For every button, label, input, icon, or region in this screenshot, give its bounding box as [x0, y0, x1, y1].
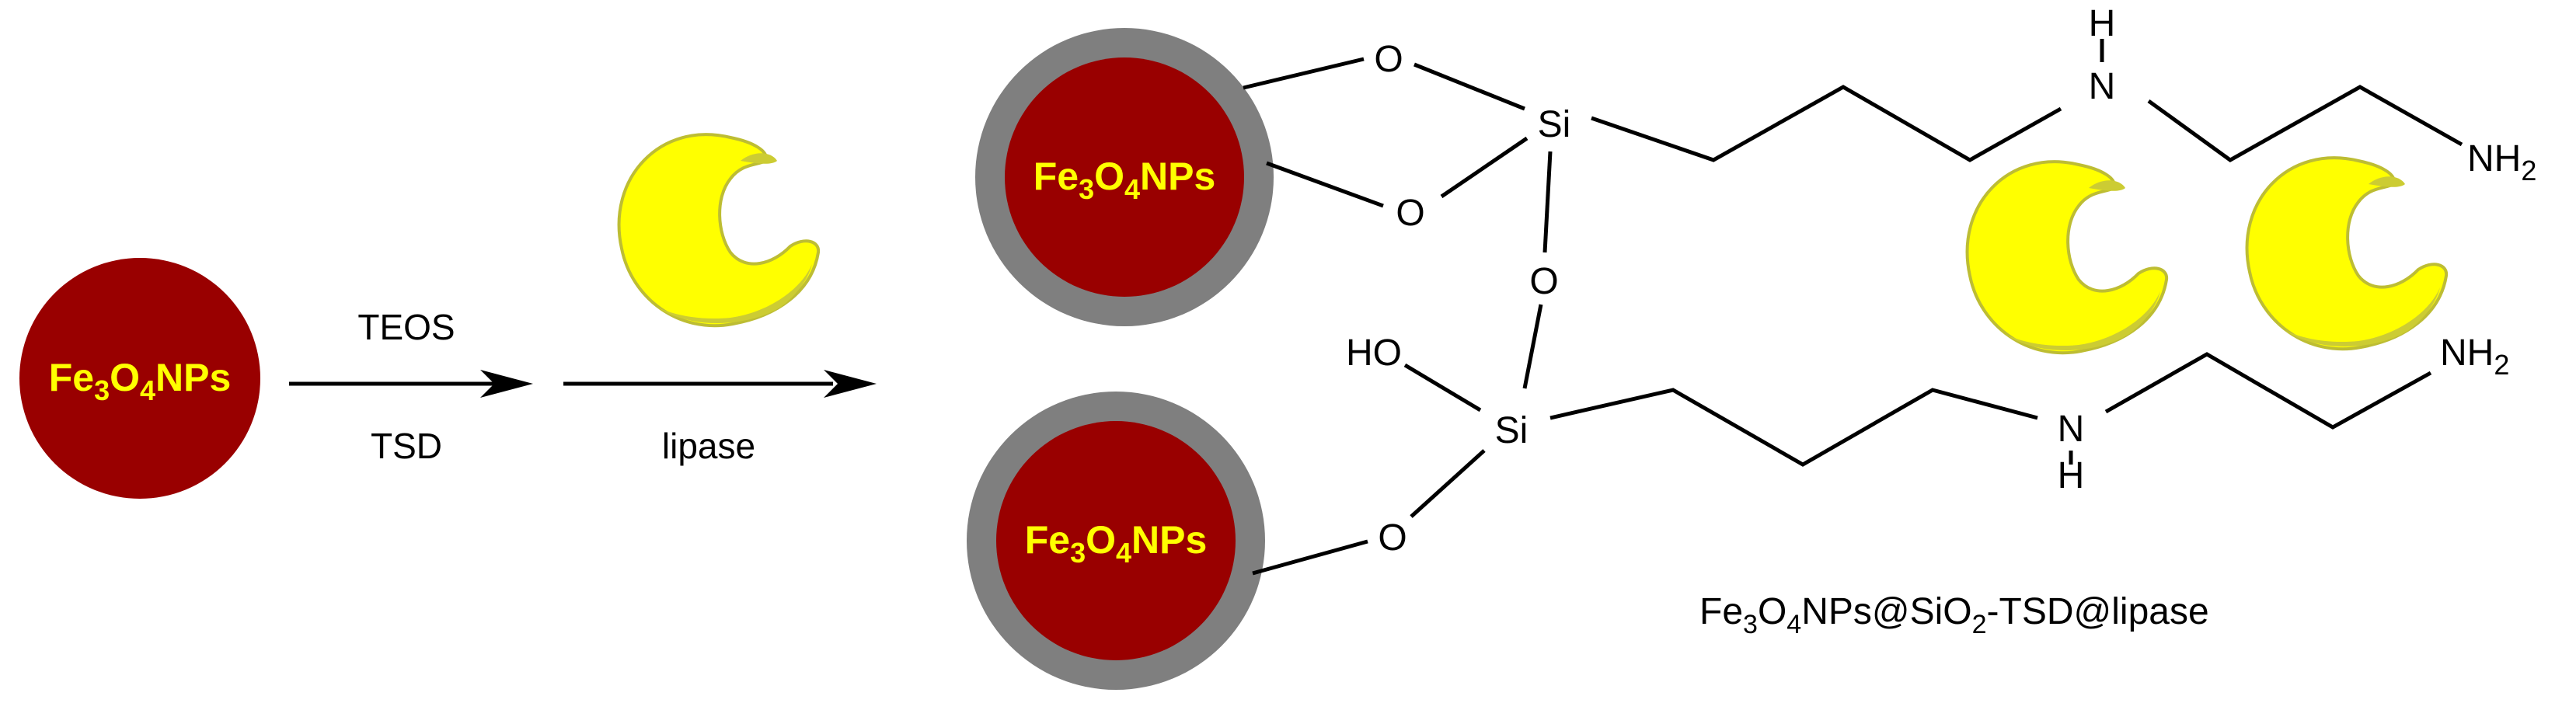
- hydrogen-atom-upper: H: [2089, 3, 2116, 44]
- step2-arrow: lipase: [563, 370, 877, 466]
- amine-group-upper: NH2: [2467, 138, 2536, 186]
- oxygen-atom-bridge: O: [1529, 261, 1558, 302]
- oxygen-atom-1: O: [1374, 39, 1403, 80]
- product-name: Fe3O4NPs@SiO2-TSD@lipase: [1699, 591, 2209, 639]
- arrow-right-icon: [824, 370, 877, 398]
- coated-nanoparticle-top: Fe3O4NPs: [975, 28, 1274, 326]
- atom-labels: O O Si O HO Si O H N NH2 N H NH2: [1346, 3, 2536, 559]
- bare-nanoparticle-label: Fe3O4NPs: [49, 356, 232, 406]
- lipase-enzyme-icon: [2245, 156, 2449, 351]
- nitrogen-atom-upper: N: [2089, 66, 2116, 107]
- amine-group-lower: NH2: [2440, 332, 2509, 381]
- lipase-enzyme-icon: [617, 133, 821, 328]
- silicon-atom-lower: Si: [1495, 410, 1529, 451]
- step1-arrow: TEOS TSD: [289, 307, 533, 466]
- iron-core-bottom: [996, 421, 1236, 660]
- arrow-right-icon: [480, 370, 533, 398]
- iron-core-top: [1005, 57, 1244, 297]
- oxygen-atom-2: O: [1396, 193, 1424, 234]
- silicon-atom-upper: Si: [1538, 104, 1571, 145]
- bare-nanoparticle-core: [19, 258, 260, 499]
- step2-reagent: lipase: [662, 426, 755, 466]
- coated-nanoparticle-top-label: Fe3O4NPs: [1034, 155, 1216, 205]
- lipase-enzyme-icon: [1965, 160, 2169, 355]
- hydrogen-atom-lower: H: [2058, 455, 2085, 496]
- coated-nanoparticle-bottom-label: Fe3O4NPs: [1025, 518, 1208, 569]
- molecular-bonds: [1243, 39, 2463, 576]
- bare-nanoparticle: Fe3O4NPs: [19, 258, 260, 499]
- coated-nanoparticle-bottom: Fe3O4NPs: [967, 392, 1265, 690]
- step1-reagent-bottom: TSD: [371, 426, 442, 466]
- oxygen-atom-3: O: [1378, 517, 1407, 559]
- hydroxyl-group: HO: [1346, 332, 1402, 374]
- nitrogen-atom-lower: N: [2058, 409, 2085, 450]
- step1-reagent-top: TEOS: [357, 307, 455, 347]
